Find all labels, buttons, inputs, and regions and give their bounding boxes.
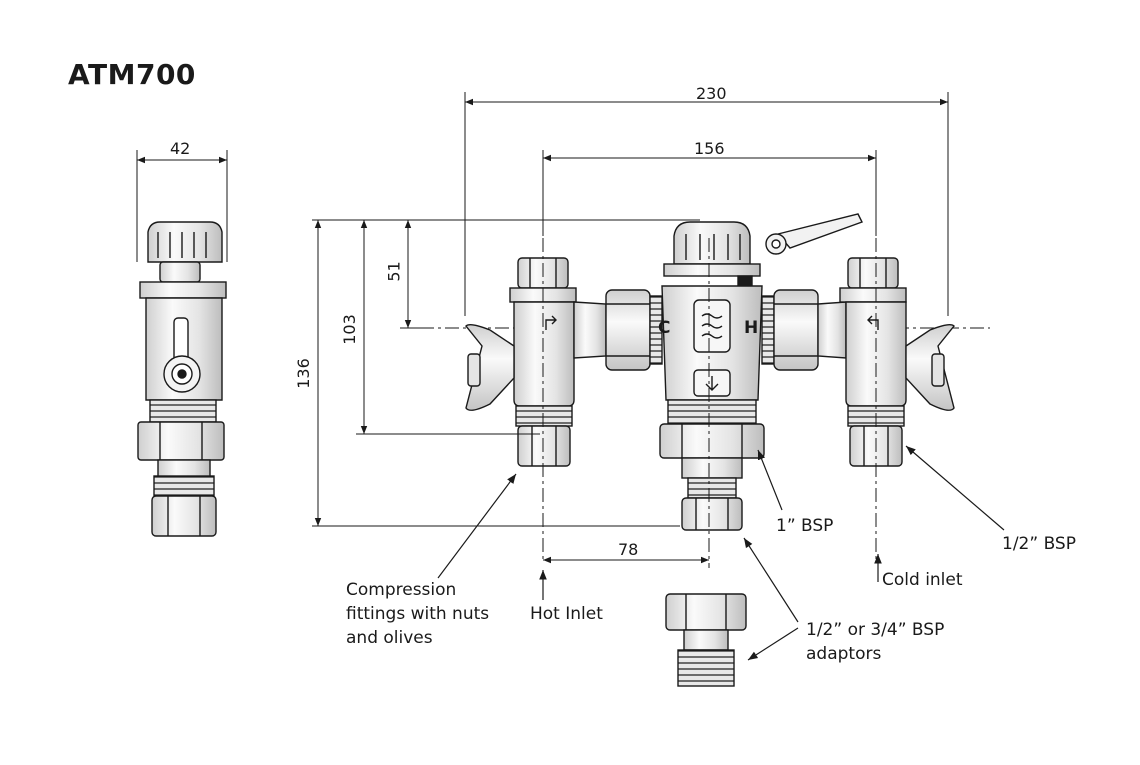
- leaders: [437, 445, 1005, 661]
- bsp-adaptor: [665, 593, 747, 687]
- hot-inlet-label: Hot Inlet: [530, 604, 603, 624]
- mixer-symbols: [701, 313, 723, 391]
- hot-inlet-valve: [465, 257, 607, 467]
- adaptors-label-line1: 1/2” or 3/4” BSP: [806, 620, 945, 640]
- dim-top-to-axis: 51: [384, 261, 404, 282]
- compression-label-line3: and olives: [346, 628, 433, 648]
- dim-outlet-offset: 78: [618, 540, 639, 559]
- mixing-valve-body: [659, 221, 765, 531]
- dimension-vertical: [312, 219, 700, 527]
- hot-mark: H: [744, 318, 759, 338]
- dim-inlet-spacing: 156: [694, 139, 725, 158]
- adjustment-key: [765, 213, 863, 255]
- dim-top-to-fitting: 103: [339, 314, 359, 345]
- right-union-nut: [761, 289, 819, 371]
- dimension-side-width: [136, 150, 228, 262]
- cold-mark: C: [658, 318, 671, 338]
- side-view: [137, 221, 227, 537]
- diagram-title: ATM700: [68, 58, 196, 91]
- compression-label-line1: Compression: [346, 580, 457, 600]
- dimension-inlet-spacing: [542, 150, 877, 236]
- dim-overall-height: 136: [293, 358, 313, 389]
- dim-overall-width: 230: [696, 84, 727, 103]
- dim-side-width: 42: [170, 139, 191, 158]
- flow-markers: [545, 315, 879, 330]
- left-union-nut: [605, 289, 663, 371]
- dimension-overall-width: [464, 92, 949, 316]
- adaptors-label-line2: adaptors: [806, 644, 882, 664]
- one-inch-bsp-label: 1” BSP: [776, 516, 834, 536]
- half-inch-bsp-label: 1/2” BSP: [1002, 534, 1076, 554]
- cold-inlet-label: Cold inlet: [882, 570, 963, 590]
- centrelines: [542, 238, 877, 568]
- compression-label-line2: fittings with nuts: [346, 604, 490, 624]
- cold-inlet-valve: [817, 257, 955, 467]
